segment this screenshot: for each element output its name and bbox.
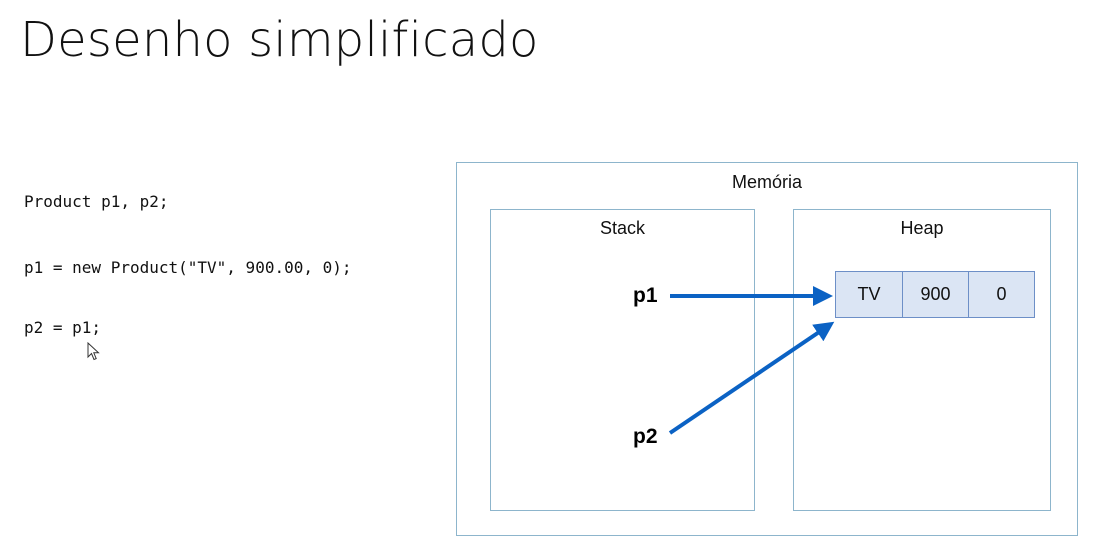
mouse-pointer-icon (87, 342, 100, 361)
heap-box (793, 209, 1051, 511)
code-line-declaration: Product p1, p2; (24, 192, 169, 211)
variable-p2: p2 (633, 425, 658, 448)
memory-label: Memória (731, 172, 802, 192)
object-field-name: TV (835, 271, 903, 318)
heap-label: Heap (900, 218, 944, 238)
stack-label: Stack (599, 218, 646, 238)
page-title: Desenho simplificado (20, 12, 539, 68)
code-line-instantiation: p1 = new Product("TV", 900.00, 0); (24, 258, 352, 277)
object-field-price: 900 (902, 271, 969, 318)
object-field-quantity: 0 (968, 271, 1035, 318)
memory-box (456, 162, 1078, 536)
stack-box (490, 209, 755, 511)
variable-p1: p1 (633, 284, 658, 307)
code-line-assignment: p2 = p1; (24, 318, 102, 337)
